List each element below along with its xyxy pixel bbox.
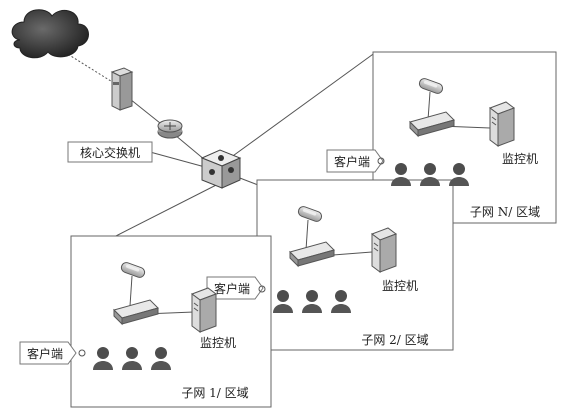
server-tower-icon	[489, 101, 515, 147]
core-switch-callout: 核心交换机	[67, 141, 153, 163]
monitor-host-label: 监控机	[382, 279, 418, 293]
subnet-1-label: 子网 1/ 区域	[181, 386, 248, 400]
client-label: 客户端	[27, 346, 63, 361]
subnet-2-region	[256, 179, 454, 351]
client-label: 客户端	[214, 281, 250, 296]
subnet-2-devices: 监控机 客户端 子网 2/ 区域	[206, 204, 429, 347]
subnet-n-label: 子网 N/ 区域	[470, 205, 540, 219]
monitor-host-label: 监控机	[502, 152, 538, 166]
connection-lines	[57, 47, 377, 239]
firewall-icon	[110, 67, 134, 111]
subnet-1-region	[70, 235, 272, 408]
subnet-2-label: 子网 2/ 区域	[361, 333, 428, 347]
core-switch-label: 核心交换机	[80, 145, 140, 160]
client-label: 客户端	[334, 154, 370, 169]
internet-cloud-icon	[11, 9, 89, 59]
server-tower-icon	[371, 227, 397, 273]
monitor-host-label: 监控机	[200, 336, 236, 350]
router-icon	[157, 119, 183, 139]
subnet-1-devices: 监控机 客户端 子网 1/ 区域	[19, 260, 249, 400]
core-switch-icon	[200, 149, 242, 189]
subnet-n-devices: 监控机 客户端 子网 N/ 区域	[326, 76, 540, 219]
server-tower-icon	[191, 287, 217, 333]
